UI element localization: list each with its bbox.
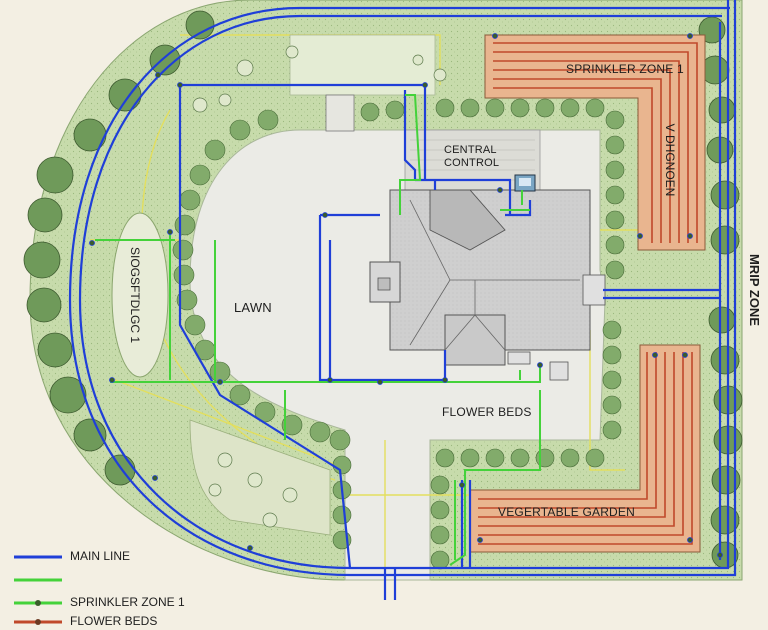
legend-label-sprinkler: SPRINKLER ZONE 1 [70, 595, 185, 609]
legend-label-main-line: MAIN LINE [70, 549, 131, 563]
sprinkler-heads [89, 33, 723, 558]
flower-beds-label: FLOWER BEDS [442, 405, 532, 419]
sprinkler-zone-1-bed [484, 34, 706, 251]
main-line-pipes [68, 0, 737, 600]
lawn-label: LAWN [234, 300, 272, 315]
left-zone-label: SIOGSFTDLGC 1 [128, 247, 142, 343]
legend-label-flower-beds: FLOWER BEDS [70, 614, 158, 628]
central-control-label: CENTRAL CONTROL [444, 144, 500, 169]
central-controller [514, 174, 536, 192]
drip-zone-label: MRIP ZONE [747, 254, 762, 326]
vertical-zone-label: V DHGNOEN [663, 124, 677, 197]
sprinkler-lines [95, 94, 541, 566]
small-shrubs [192, 45, 447, 528]
sprinkler-zone-1-label: SPRINKLER ZONE 1 [566, 62, 684, 76]
left-zone-bed [111, 212, 169, 378]
vegetable-garden-label: VEGERTABLE GARDEN [498, 505, 635, 519]
legend-lines [14, 555, 62, 625]
house [325, 94, 606, 381]
